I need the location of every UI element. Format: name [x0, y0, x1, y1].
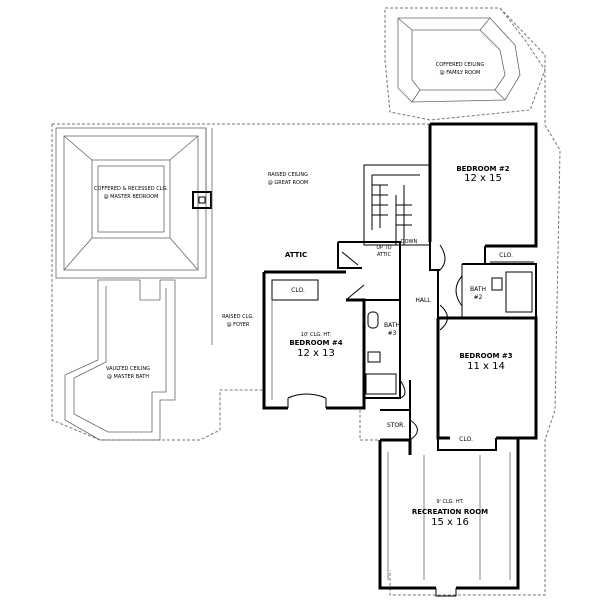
family-room-label-1: COFFERED CEILING	[436, 62, 485, 68]
recreation-size: 15 x 16	[431, 517, 469, 528]
up-to-attic-label-2: ATTIC	[377, 252, 392, 258]
bedroom3-size: 11 x 14	[467, 361, 505, 372]
bedroom3-closet	[437, 438, 497, 451]
bedroom4-size: 12 x 13	[297, 348, 335, 359]
bath3-name: BATH	[384, 322, 400, 329]
bedroom2-size: 12 x 15	[464, 173, 502, 184]
stair-down-label: DOWN	[401, 239, 418, 245]
bedroom4-name: BEDROOM #4	[289, 339, 342, 347]
storage-label: STOR.	[387, 422, 405, 429]
bedroom3-closet-label: CLO.	[459, 436, 473, 443]
bedroom-4: CLO. 10' CLG. HT. BEDROOM #4 12 x 13	[262, 270, 366, 410]
lower-floor-outline	[51, 7, 561, 596]
recreation-ceiling: 9' CLG. HT.	[436, 499, 464, 505]
storage: STOR.	[380, 409, 411, 441]
bath3-number: #3	[388, 330, 397, 337]
hall-label: HALL	[415, 297, 431, 304]
master-bedroom-label-1: COFFERED & RECESSED CLG.	[94, 186, 168, 192]
bedroom4-closet-label: CLO.	[291, 287, 305, 294]
bedroom-2: BEDROOM #2 12 x 15	[428, 122, 538, 248]
bedroom3-name: BEDROOM #3	[459, 352, 512, 360]
foyer-label-2: @ FOYER	[227, 322, 250, 328]
vaulted-master-bath: VAULTED CEILING @ MASTER BATH	[64, 279, 176, 441]
hall-walls	[399, 242, 440, 455]
family-room-label-2: @ FAMILY ROOM	[440, 70, 481, 76]
bath2-name: BATH	[470, 286, 486, 293]
coffered-master-bedroom: COFFERED & RECESSED CLG. @ MASTER BEDROO…	[55, 127, 207, 279]
bedroom4-ceiling: 10' CLG. HT.	[301, 332, 332, 338]
attic-label: ATTIC	[285, 251, 307, 259]
vaulted-label-2: @ MASTER BATH	[107, 374, 149, 380]
bedroom-3: BEDROOM #3 11 x 14	[436, 316, 538, 440]
bedroom2-name: BEDROOM #2	[456, 165, 509, 173]
bath-2: BATH #2	[461, 263, 537, 319]
great-room-label-2: @ GREAT ROOM	[268, 180, 308, 186]
stair	[363, 164, 431, 246]
vaulted-label-1: VAULTED CEILING	[106, 366, 150, 372]
recreation-room: 9' CLG. HT. RECREATION ROOM 15 x 16	[378, 436, 520, 597]
master-bedroom-label-2: @ MASTER BEDROOM	[104, 194, 159, 200]
door-swings	[345, 244, 463, 441]
bedroom2-closet-label: CLO.	[499, 252, 513, 259]
chimney	[192, 191, 212, 209]
bath-3: BATH #3	[364, 299, 401, 399]
great-room-label-1: RAISED CEILING	[268, 172, 308, 178]
recreation-name: RECREATION ROOM	[412, 508, 488, 516]
bath2-number: #2	[474, 294, 483, 301]
foyer-label-1: RAISED CLG.	[222, 314, 254, 320]
up-to-attic-label-1: UP TO	[376, 245, 391, 251]
attic-enclosure	[337, 241, 401, 272]
coffered-family-room: COFFERED CEILING @ FAMILY ROOM	[384, 7, 546, 121]
